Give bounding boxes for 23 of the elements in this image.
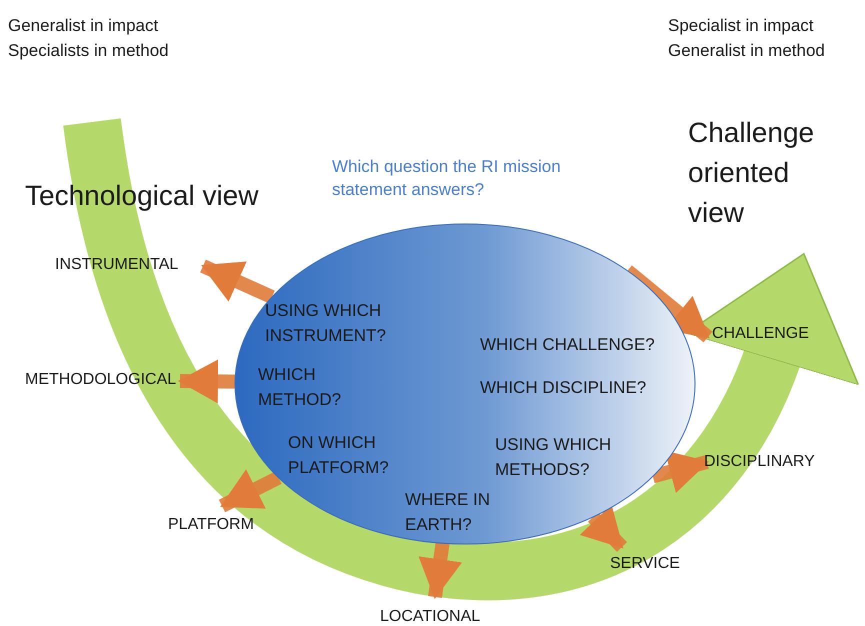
heading: Which question the RI mission statement answers? bbox=[332, 156, 562, 201]
question-text: WHICH METHOD? bbox=[258, 364, 342, 411]
arrow bbox=[418, 542, 462, 599]
category-label: CHALLENGE bbox=[712, 325, 809, 343]
category-label: PLATFORM bbox=[168, 516, 254, 534]
note-text: Specialists in method bbox=[8, 41, 169, 61]
note-text: Generalist in impact bbox=[8, 16, 158, 36]
category-label: LOCATIONAL bbox=[380, 608, 480, 626]
arrow bbox=[651, 450, 709, 493]
note-text: Specialist in impact bbox=[668, 16, 814, 36]
question-text: USING WHICH INSTRUMENT? bbox=[265, 300, 387, 347]
question-text: USING WHICH METHODS? bbox=[495, 434, 612, 481]
curved-arrow bbox=[63, 118, 857, 600]
question-text: WHICH DISCIPLINE? bbox=[480, 377, 648, 399]
question-text: WHERE IN EARTH? bbox=[405, 489, 491, 536]
view-title: Challenge oriented view bbox=[688, 113, 838, 233]
question-text: WHICH CHALLENGE? bbox=[480, 334, 656, 356]
category-label: INSTRUMENTAL bbox=[55, 256, 178, 274]
arrow bbox=[218, 469, 282, 512]
arrow bbox=[200, 260, 275, 304]
arrow bbox=[178, 359, 236, 404]
question-text: ON WHICH PLATFORM? bbox=[288, 432, 390, 479]
note-text: Generalist in method bbox=[668, 41, 825, 61]
